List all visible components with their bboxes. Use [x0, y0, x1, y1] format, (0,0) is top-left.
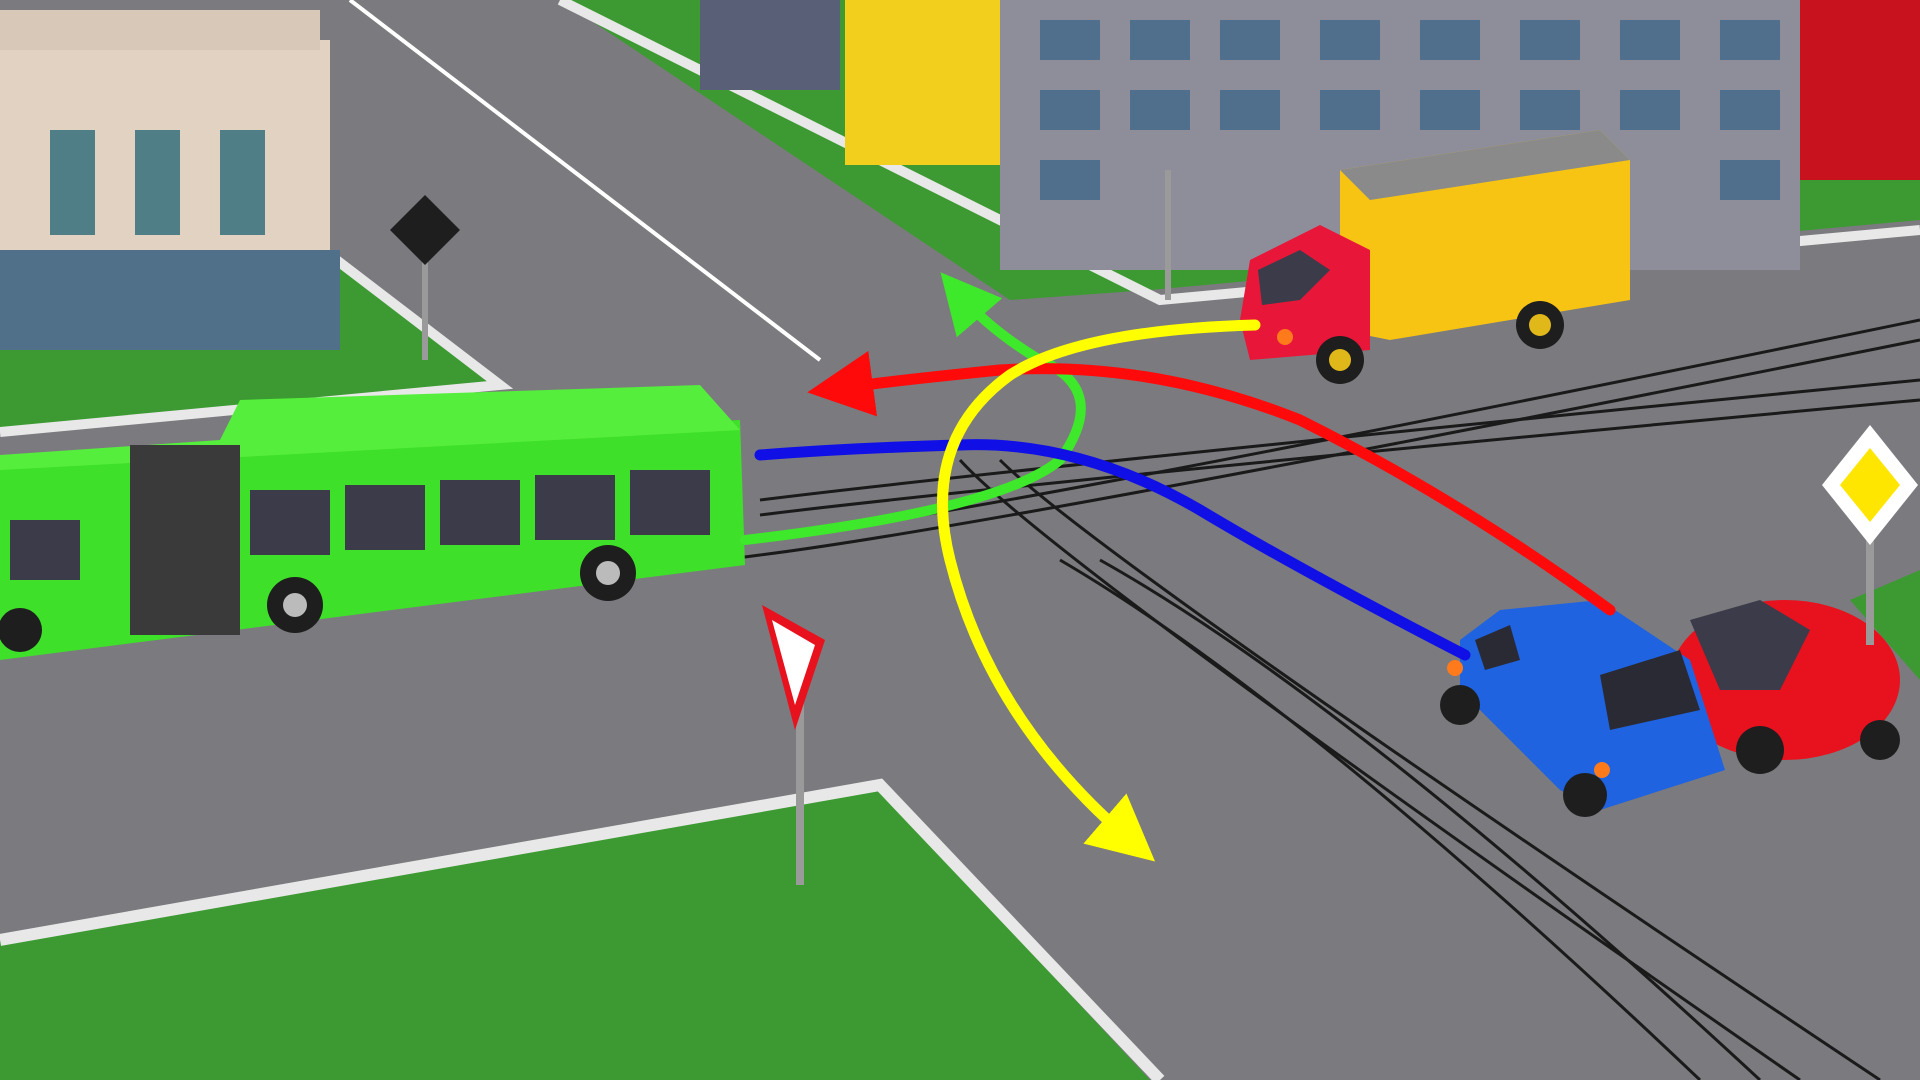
articulated-bus [0, 385, 745, 660]
curb-top-left [0, 251, 514, 437]
curb-bottom-left [0, 778, 1165, 1080]
blue-arrow [754, 439, 1471, 661]
truck [1240, 130, 1630, 384]
priority-road-sign [1822, 425, 1918, 645]
buildings-top-right [700, 0, 1920, 270]
building-top-left [0, 10, 340, 350]
blue-van [1440, 600, 1725, 817]
yellow-arrow [937, 319, 1261, 862]
road-marking [348, 0, 822, 362]
grass-bottom-left [0, 790, 1150, 1080]
yield-sign [762, 605, 825, 885]
red-car [1670, 600, 1900, 774]
diamond-sign-back [390, 195, 460, 360]
red-arrow [807, 350, 1616, 616]
green-arrow [740, 272, 1086, 545]
